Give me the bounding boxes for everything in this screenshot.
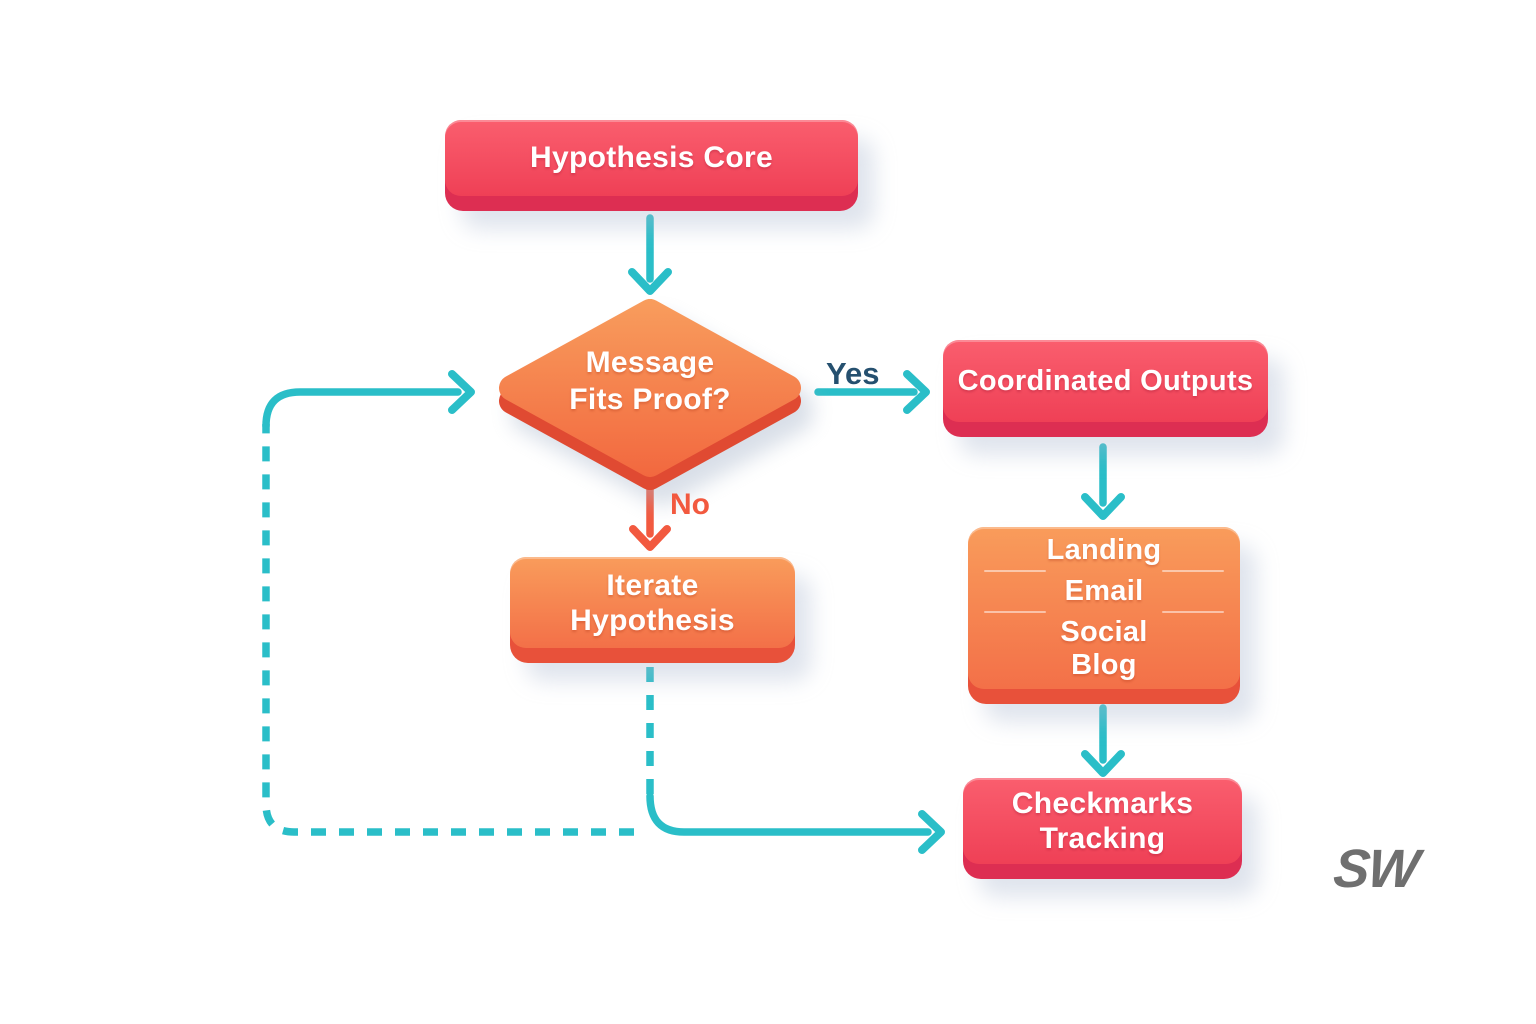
channel-item-social: Social [1060, 616, 1148, 648]
channel-item-blog: Blog [1071, 649, 1137, 681]
node-coordinated-outputs: Coordinated Outputs [943, 340, 1268, 437]
channels-list: Landing Email Social Blog [968, 527, 1240, 689]
diamond-face [499, 299, 801, 477]
node-checkmarks-tracking: Checkmarks Tracking [963, 778, 1242, 879]
node-channels-list: Landing Email Social Blog [968, 527, 1240, 704]
edge-label-no: No [670, 488, 710, 521]
arrowhead-right-icon [448, 370, 475, 414]
sw-logo: SW [1330, 839, 1421, 899]
arrowhead-down-icon [628, 268, 672, 295]
dashed-feedback-loop [262, 424, 634, 836]
arrowhead-down-icon [1081, 750, 1125, 777]
channel-item-landing: Landing [1046, 534, 1162, 566]
node-label: Checkmarks Tracking [963, 778, 1242, 864]
edge-label-yes: Yes [826, 356, 880, 391]
node-hypothesis-core: Hypothesis Core [445, 120, 858, 211]
node-iterate-hypothesis: Iterate Hypothesis [510, 557, 795, 663]
arrow-loop-to-decision [262, 388, 462, 430]
decision-diamond [499, 299, 801, 490]
arrowhead-right-icon [918, 810, 945, 854]
node-message-fits-proof-label: Message Fits Proof? [569, 346, 731, 416]
arrowhead-right-icon [903, 370, 930, 414]
channel-item-email: Email [1064, 575, 1144, 607]
arrowhead-down-icon [1081, 493, 1125, 520]
divider [968, 611, 1240, 613]
node-label: Coordinated Outputs [943, 340, 1268, 422]
node-label: Hypothesis Core [445, 120, 858, 196]
node-label: Iterate Hypothesis [510, 557, 795, 648]
arrowhead-down-icon [629, 525, 671, 551]
divider [968, 570, 1240, 572]
arrow-junction-to-checkmarks [646, 792, 932, 836]
